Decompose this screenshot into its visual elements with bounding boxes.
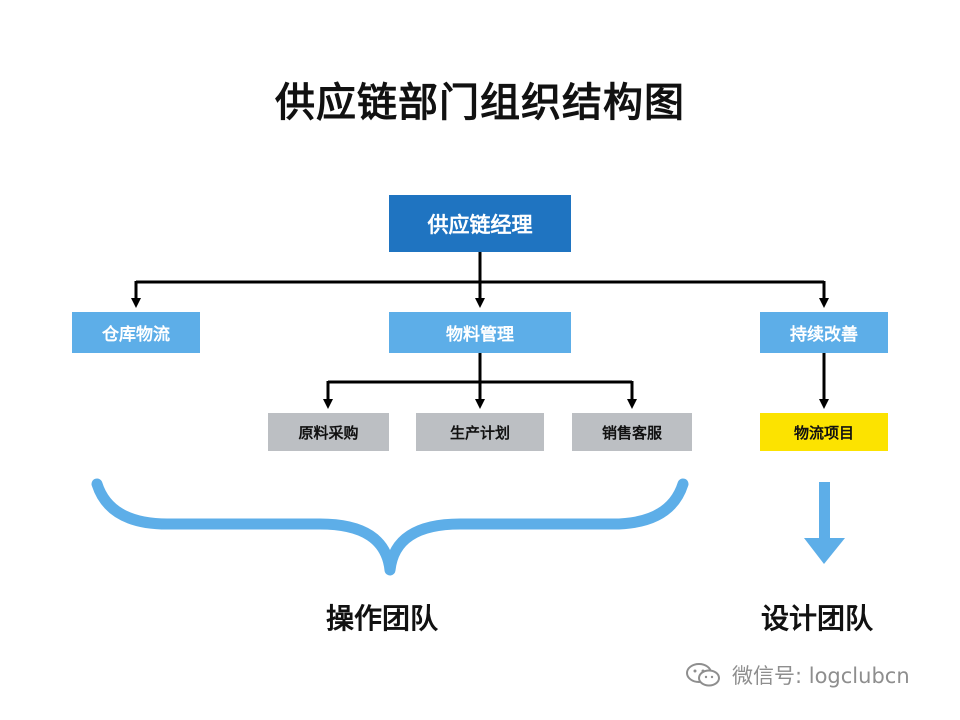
node-supply-chain-manager: 供应链经理: [389, 195, 571, 252]
design-team-label: 设计团队: [761, 602, 874, 635]
watermark-text: 微信号: logclubcn: [732, 664, 910, 688]
node-sales-customer-service: 销售客服: [572, 413, 692, 451]
watermark: 微信号: logclubcn: [684, 660, 910, 690]
operations-team-label: 操作团队: [326, 602, 439, 635]
node-continuous-improvement: 持续改善: [760, 312, 888, 353]
node-logistics-project: 物流项目: [760, 413, 888, 451]
design-arrow-head: [804, 538, 845, 564]
operations-brace: [91, 478, 689, 576]
node-materials-management: 物料管理: [389, 312, 571, 353]
node-warehouse-logistics: 仓库物流: [72, 312, 200, 353]
chart-title: 供应链部门组织结构图: [275, 79, 685, 126]
node-raw-material-purchasing: 原料采购: [268, 413, 389, 451]
design-arrow-shaft: [819, 482, 830, 540]
wechat-icon: [684, 662, 724, 688]
node-production-planning: 生产计划: [416, 413, 544, 451]
